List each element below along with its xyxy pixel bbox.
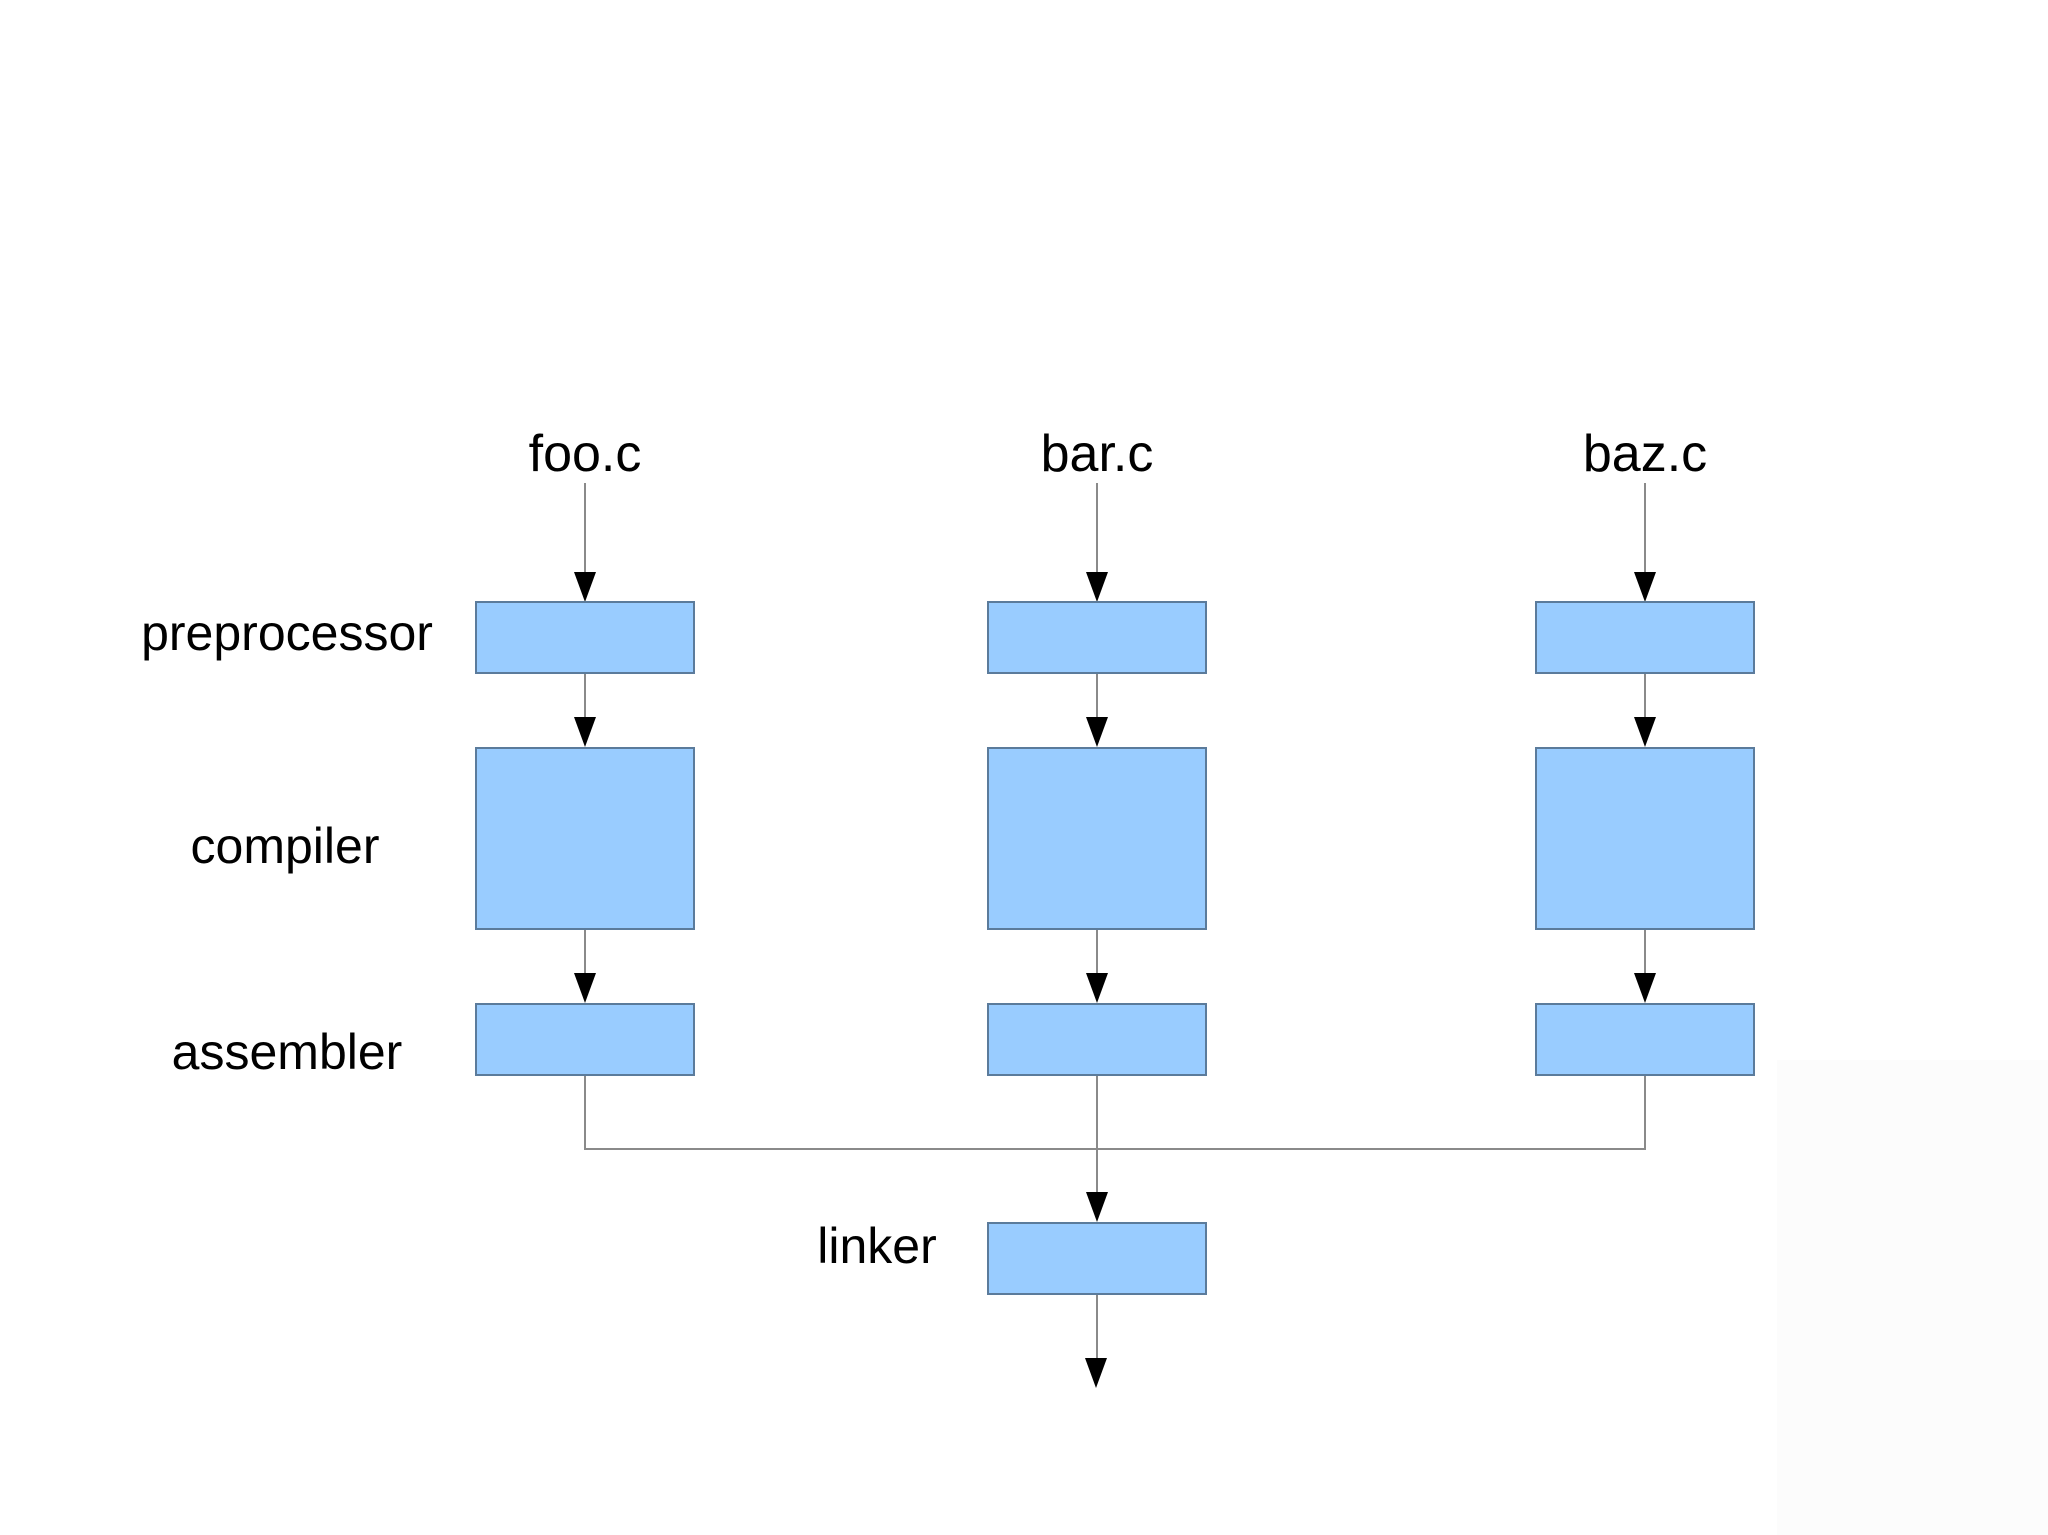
compiler-box-bar bbox=[987, 747, 1207, 930]
down-arrowhead-icon bbox=[1634, 973, 1656, 1003]
connector-line-foo-assembler-down bbox=[584, 1076, 586, 1150]
linker-box bbox=[987, 1222, 1207, 1295]
connector-line-baz-preprocessor-to-compiler bbox=[1644, 674, 1646, 719]
stage-label-preprocessor: preprocessor bbox=[141, 605, 433, 661]
down-arrowhead-icon bbox=[1086, 1192, 1108, 1222]
merge-bus-line bbox=[584, 1148, 1646, 1150]
assembler-box-bar bbox=[987, 1003, 1207, 1076]
assembler-box-foo bbox=[475, 1003, 695, 1076]
file-label-baz-c: baz.c bbox=[1582, 425, 1708, 483]
connector-line-bar-assembler-to-linker bbox=[1096, 1076, 1098, 1192]
down-arrowhead-icon bbox=[1086, 973, 1108, 1003]
stage-label-assembler: assembler bbox=[171, 1024, 403, 1080]
down-arrowhead-icon bbox=[1086, 717, 1108, 747]
connector-line-foo-to-preprocessor bbox=[584, 483, 586, 574]
stage-label-compiler: compiler bbox=[190, 818, 380, 874]
connector-line-baz-assembler-down bbox=[1644, 1076, 1646, 1150]
connector-line-baz-to-preprocessor bbox=[1644, 483, 1646, 574]
preprocessor-box-bar bbox=[987, 601, 1207, 674]
down-arrowhead-icon bbox=[1634, 572, 1656, 602]
connector-line-foo-preprocessor-to-compiler bbox=[584, 674, 586, 719]
connector-line-foo-compiler-to-assembler bbox=[584, 930, 586, 975]
background-shade bbox=[1777, 1060, 2048, 1535]
file-label-bar-c: bar.c bbox=[1040, 425, 1154, 483]
preprocessor-box-foo bbox=[475, 601, 695, 674]
connector-line-linker-output bbox=[1096, 1295, 1098, 1358]
down-arrowhead-icon bbox=[574, 973, 596, 1003]
down-arrowhead-icon bbox=[1634, 717, 1656, 747]
compiler-box-foo bbox=[475, 747, 695, 930]
preprocessor-box-baz bbox=[1535, 601, 1755, 674]
compiler-box-baz bbox=[1535, 747, 1755, 930]
down-arrowhead-icon bbox=[574, 717, 596, 747]
stage-label-linker: linker bbox=[817, 1218, 937, 1274]
file-label-foo-c: foo.c bbox=[528, 425, 642, 483]
down-arrowhead-icon bbox=[1086, 572, 1108, 602]
connector-line-bar-preprocessor-to-compiler bbox=[1096, 674, 1098, 719]
connector-line-bar-to-preprocessor bbox=[1096, 483, 1098, 574]
connector-line-bar-compiler-to-assembler bbox=[1096, 930, 1098, 975]
assembler-box-baz bbox=[1535, 1003, 1755, 1076]
connector-line-baz-compiler-to-assembler bbox=[1644, 930, 1646, 975]
down-arrowhead-icon bbox=[574, 572, 596, 602]
down-arrowhead-icon bbox=[1085, 1358, 1107, 1388]
